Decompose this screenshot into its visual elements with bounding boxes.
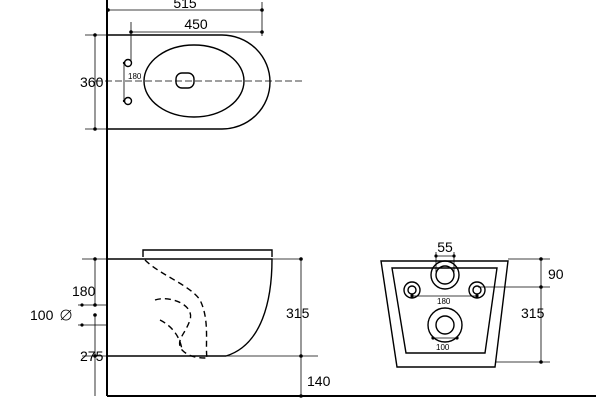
dim-back-outlet: 100 (436, 343, 450, 352)
side-view-trap-inner (144, 259, 208, 359)
wall-and-floor (106, 0, 596, 397)
dim-back-top-inlet: 55 (437, 239, 453, 255)
back-view-inlet-outer (430, 260, 460, 290)
side-view-pipe-symbol (60, 309, 72, 321)
dim-back-top-height: 90 (548, 266, 564, 282)
back-view-outlet-inner (435, 315, 455, 335)
back-view-outline (380, 260, 509, 368)
top-view-hole-upper (123, 58, 133, 68)
back-view-inlet-inner (435, 265, 455, 285)
back-view-outlet-outer (427, 307, 463, 343)
side-view: 180 100 275 315 140 (30, 249, 331, 398)
dim-top-width-outer: 515 (173, 0, 197, 11)
top-view-outline (107, 34, 271, 130)
back-view-recess (391, 267, 498, 354)
dim-side-height-total: 315 (286, 305, 310, 321)
top-view-hole-lower (123, 96, 133, 106)
dim-side-floor-offset: 140 (307, 373, 331, 389)
top-view: 180 515 450 360 (80, 0, 302, 131)
back-view-bolt-left (403, 281, 421, 299)
dim-top-width-inner: 450 (184, 16, 208, 32)
back-view: 55 180 100 90 315 (380, 239, 564, 368)
dim-top-hole-spacing: 180 (128, 72, 142, 81)
side-view-outline (107, 258, 273, 357)
dim-back-bolt-spacing: 180 (437, 297, 451, 306)
top-view-drain (175, 72, 195, 89)
dim-top-depth: 360 (80, 74, 104, 90)
dim-side-height-upper: 180 (72, 283, 96, 299)
back-view-bolt-right (468, 281, 486, 299)
dim-back-height: 315 (521, 305, 545, 321)
side-view-trap-outer (154, 298, 208, 359)
dim-side-height-lower: 275 (80, 348, 104, 364)
top-view-seat (143, 44, 245, 118)
dim-side-pipe-diameter: 100 (30, 307, 54, 323)
side-view-seat (142, 249, 273, 257)
